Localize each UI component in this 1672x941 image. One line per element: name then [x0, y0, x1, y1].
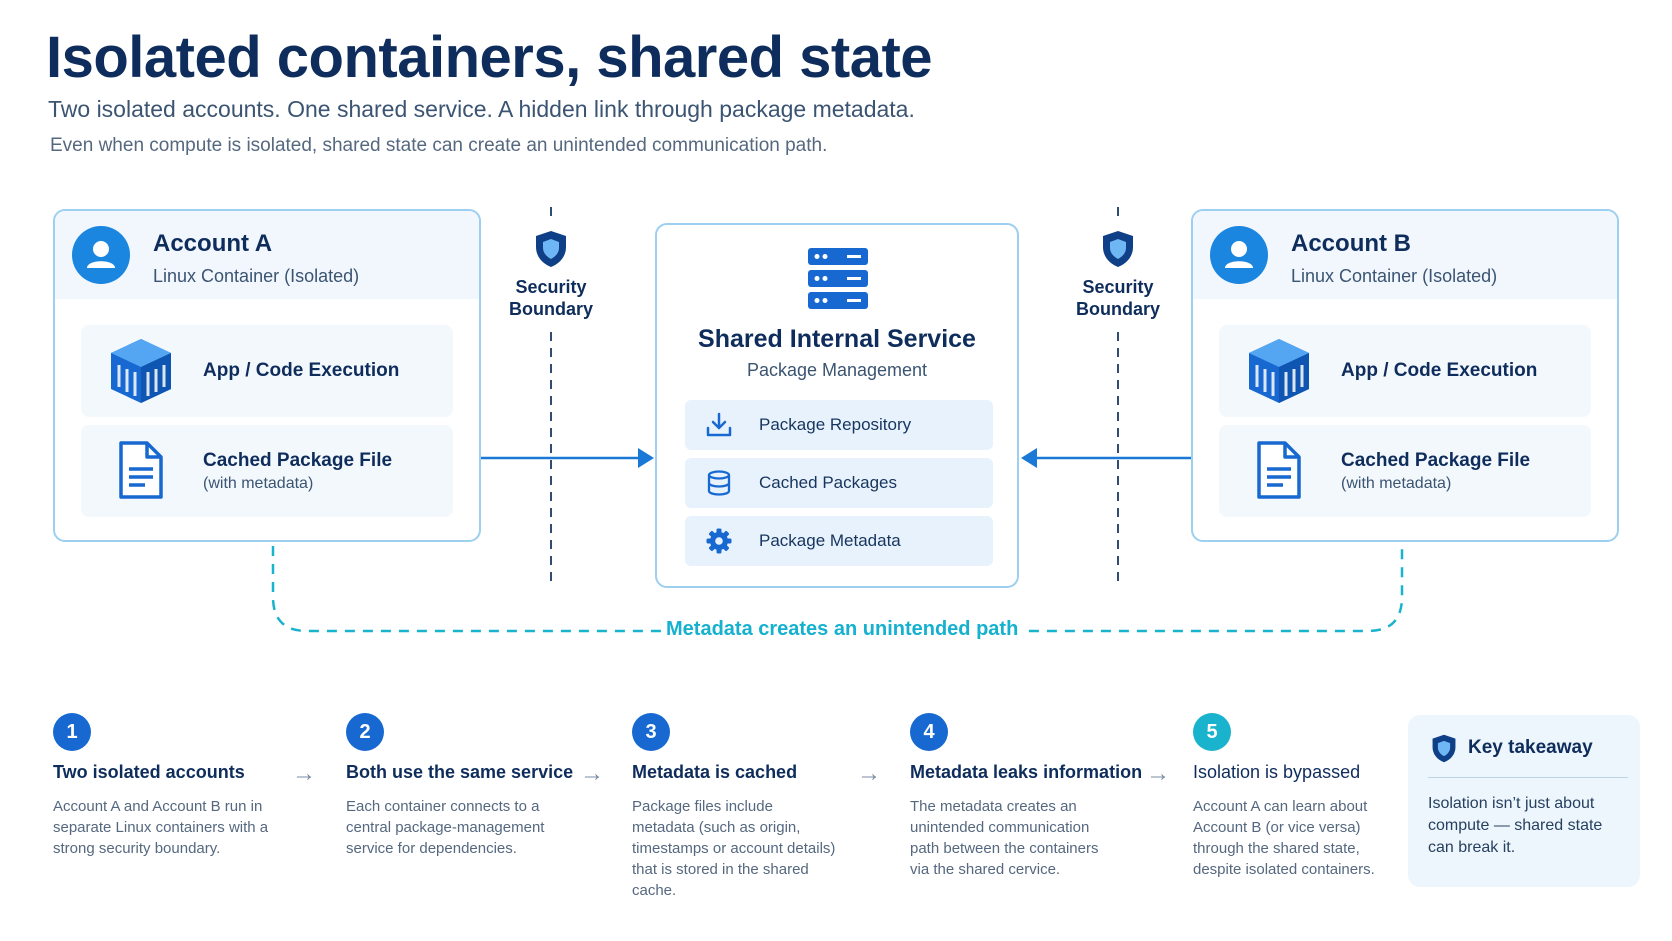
service-item-label: Cached Packages [759, 473, 897, 492]
account-b-app-label: App / Code Execution [1341, 360, 1538, 381]
account-a-cache-title: Cached Package File [203, 450, 393, 471]
step-description: The metadata creates an unintended commu… [910, 798, 1099, 878]
shield-icon [1103, 231, 1133, 267]
step-number: 2 [346, 713, 384, 751]
step-title: Isolation is bypassed [1193, 762, 1361, 782]
step-arrow-icon: → [580, 760, 604, 787]
step-description: Each container connects to a central pac… [346, 798, 545, 857]
account-a-cache-row: Cached Package File (with metadata) [81, 425, 453, 517]
user-icon [1210, 226, 1268, 284]
server-icon [808, 248, 868, 309]
step-5: 5 Isolation is bypassed Account A can le… [1193, 713, 1393, 880]
arrow-b-to-service-head [1021, 448, 1037, 468]
page-title: Isolated containers, shared state [46, 25, 933, 90]
account-a-subtitle: Linux Container (Isolated) [153, 266, 360, 286]
container-icon [1249, 339, 1309, 403]
container-icon [111, 339, 171, 403]
page-note: Even when compute is isolated, shared st… [50, 135, 828, 156]
step-number: 1 [53, 713, 91, 751]
account-a-title: Account A [153, 230, 273, 257]
service-item-repository: Package Repository [685, 400, 993, 450]
unintended-path-label: Metadata creates an unintended path [662, 618, 1023, 641]
key-takeaway-card: Key takeaway Isolation isn’t just about … [1408, 715, 1640, 887]
step-2: 2 Both use the same service Each contain… [346, 713, 606, 859]
security-boundary-left: Security Boundary [491, 230, 611, 320]
shield-icon [536, 231, 566, 267]
boundary-right-line1: Security [1082, 277, 1154, 297]
account-a-header: Account A Linux Container (Isolated) [55, 211, 479, 299]
takeaway-text: Isolation isn’t just about compute — sha… [1428, 795, 1603, 856]
step-4: 4 Metadata leaks information The metadat… [910, 713, 1170, 880]
account-b-subtitle: Linux Container (Isolated) [1291, 266, 1498, 286]
service-item-label: Package Metadata [759, 531, 901, 550]
step-number: 3 [632, 713, 670, 751]
step-number: 5 [1193, 713, 1231, 751]
gear-icon [706, 528, 732, 554]
account-b-header: Account B Linux Container (Isolated) [1193, 211, 1617, 299]
service-item-label: Package Repository [759, 415, 912, 434]
step-title: Both use the same service [346, 762, 574, 782]
step-arrow-icon: → [857, 760, 881, 787]
boundary-right-line2: Boundary [1075, 299, 1160, 319]
shared-service-card: Shared Internal Service Package Manageme… [655, 223, 1019, 588]
account-a-app-row: App / Code Execution [81, 325, 453, 417]
boundary-left-line1: Security [515, 277, 587, 297]
file-icon [119, 441, 163, 499]
account-b-cache-row: Cached Package File (with metadata) [1219, 425, 1591, 517]
service-title: Shared Internal Service [698, 325, 976, 353]
account-a-app-label: App / Code Execution [203, 360, 400, 381]
takeaway-title: Key takeaway [1468, 737, 1593, 758]
download-icon [706, 412, 732, 437]
file-icon [1257, 441, 1301, 499]
account-b-card: Account B Linux Container (Isolated) App… [1191, 209, 1619, 542]
step-title: Metadata leaks information [910, 762, 1143, 782]
account-a-cache-subtitle: (with metadata) [203, 475, 314, 492]
step-arrow-icon: → [1146, 760, 1170, 787]
step-description: Package files include metadata (such as … [632, 798, 836, 899]
database-icon [707, 470, 731, 496]
step-title: Metadata is cached [632, 762, 798, 782]
shield-icon [1432, 734, 1456, 763]
account-b-title: Account B [1291, 230, 1411, 257]
step-description: Account A and Account B run in separate … [53, 798, 269, 857]
service-item-cached-packages: Cached Packages [685, 458, 993, 508]
service-subtitle: Package Management [746, 360, 928, 380]
account-a-card: Account A Linux Container (Isolated) App… [53, 209, 481, 542]
user-icon [72, 226, 130, 284]
step-title: Two isolated accounts [53, 762, 245, 782]
boundary-left-line2: Boundary [508, 299, 593, 319]
security-boundary-right: Security Boundary [1058, 230, 1178, 320]
account-b-cache-title: Cached Package File [1341, 450, 1531, 471]
arrow-a-to-service-head [638, 448, 654, 468]
takeaway-divider [1428, 777, 1628, 778]
service-item-metadata: Package Metadata [685, 516, 993, 566]
step-1: 1 Two isolated accounts Account A and Ac… [53, 713, 313, 859]
step-3: 3 Metadata is cached Package files inclu… [632, 713, 892, 901]
account-b-app-row: App / Code Execution [1219, 325, 1591, 417]
page-subtitle: Two isolated accounts. One shared servic… [48, 96, 915, 122]
step-number: 4 [910, 713, 948, 751]
step-description: Account A can learn about Account B (or … [1193, 798, 1375, 878]
account-b-cache-subtitle: (with metadata) [1341, 475, 1452, 492]
step-arrow-icon: → [292, 760, 316, 787]
